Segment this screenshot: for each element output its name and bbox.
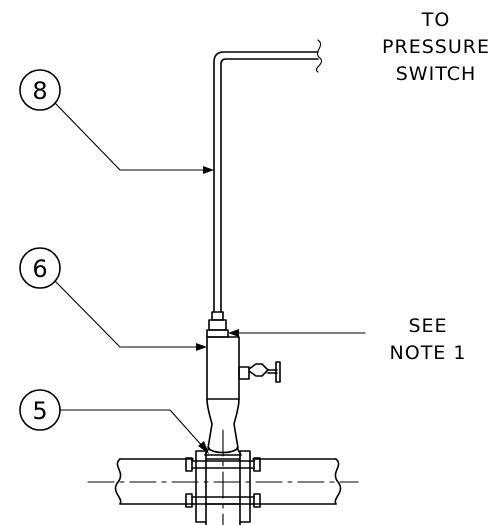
tubing-line: [213, 39, 322, 313]
note-to-pressure-switch-line2: PRESSURE: [382, 36, 490, 58]
leader-5-arrow: [198, 441, 209, 454]
leader-see-note-arrow: [228, 329, 239, 337]
needle-valve-handle: [238, 361, 281, 383]
note-to-pressure-switch-line1: TO: [421, 9, 451, 31]
note-see-note-line1: SEE: [408, 315, 447, 337]
flange-assembly: [185, 450, 261, 525]
svg-text:6: 6: [32, 255, 47, 283]
svg-text:8: 8: [32, 77, 47, 105]
leader-6-arrow: [196, 343, 207, 351]
leader-5: [59, 409, 205, 449]
balloon-5: 5: [19, 389, 61, 431]
leader-8-arrow: [203, 166, 214, 174]
balloon-6: 6: [19, 247, 61, 289]
compression-fitting: [206, 311, 229, 338]
balloon-8: 8: [19, 69, 61, 111]
note-to-pressure-switch-line3: SWITCH: [396, 63, 477, 85]
note-see-note-line2: NOTE 1: [390, 342, 467, 364]
leader-8: [54, 102, 207, 171]
leader-6: [54, 280, 199, 348]
svg-text:5: 5: [32, 397, 47, 425]
